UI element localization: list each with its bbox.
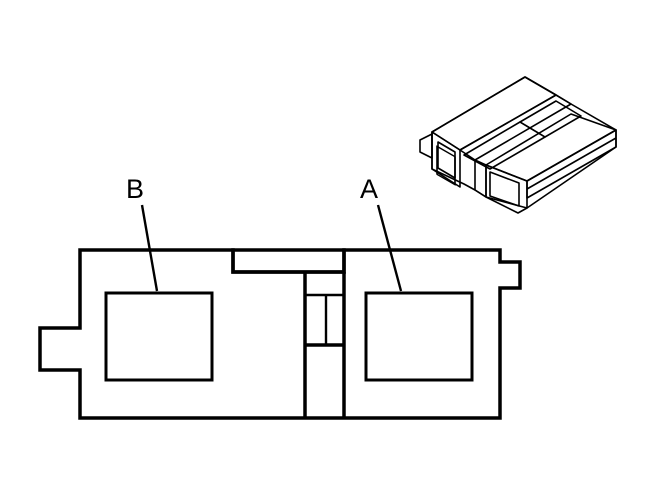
label-a: A	[360, 174, 378, 204]
leader-line-b	[140, 204, 159, 292]
connector-isometric-view	[419, 76, 617, 214]
connector-face-view	[38, 248, 522, 420]
cavity-b	[104, 291, 214, 382]
cavity-a	[364, 291, 474, 382]
label-b: B	[126, 174, 144, 204]
leader-line-a	[376, 204, 403, 292]
